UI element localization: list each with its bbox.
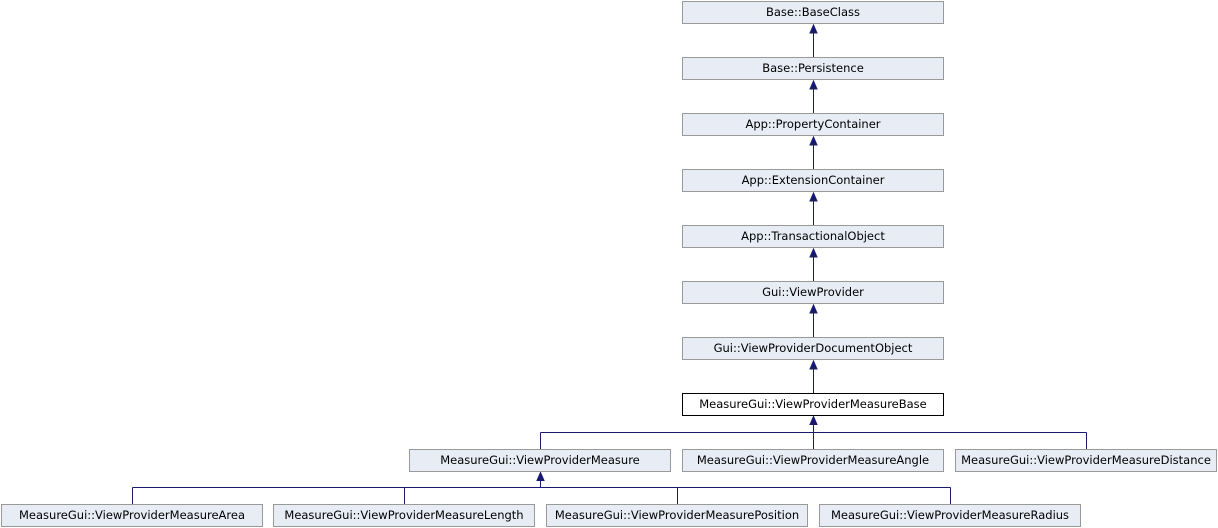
node-measure-length[interactable]: MeasureGui::ViewProviderMeasureLength: [273, 504, 535, 527]
edge-arrow: [536, 471, 545, 481]
node-measure-base: MeasureGui::ViewProviderMeasureBase: [682, 393, 944, 416]
node-measure[interactable]: MeasureGui::ViewProviderMeasure: [409, 449, 671, 472]
node-view-provider-document-object[interactable]: Gui::ViewProviderDocumentObject: [682, 337, 944, 360]
edge-arrow: [809, 415, 818, 425]
edge-arrow: [809, 303, 818, 314]
node-measure-distance[interactable]: MeasureGui::ViewProviderMeasureDistance: [955, 449, 1217, 472]
edge-arrow: [809, 191, 818, 202]
node-measure-position[interactable]: MeasureGui::ViewProviderMeasurePosition: [546, 504, 808, 527]
node-measure-area[interactable]: MeasureGui::ViewProviderMeasureArea: [1, 504, 263, 527]
node-measure-radius[interactable]: MeasureGui::ViewProviderMeasureRadius: [819, 504, 1081, 527]
node-extension-container[interactable]: App::ExtensionContainer: [682, 169, 944, 192]
edge-arrow: [809, 135, 818, 146]
node-transactional-object[interactable]: App::TransactionalObject: [682, 225, 944, 248]
node-persistence[interactable]: Base::Persistence: [682, 57, 944, 80]
edge-arrow: [809, 79, 818, 90]
node-base-class[interactable]: Base::BaseClass: [682, 1, 944, 24]
edge-arrow: [809, 23, 818, 34]
edge-arrow: [809, 247, 818, 258]
node-property-container[interactable]: App::PropertyContainer: [682, 113, 944, 136]
edge-arrow: [809, 359, 818, 370]
node-view-provider[interactable]: Gui::ViewProvider: [682, 281, 944, 304]
node-measure-angle[interactable]: MeasureGui::ViewProviderMeasureAngle: [682, 449, 944, 472]
